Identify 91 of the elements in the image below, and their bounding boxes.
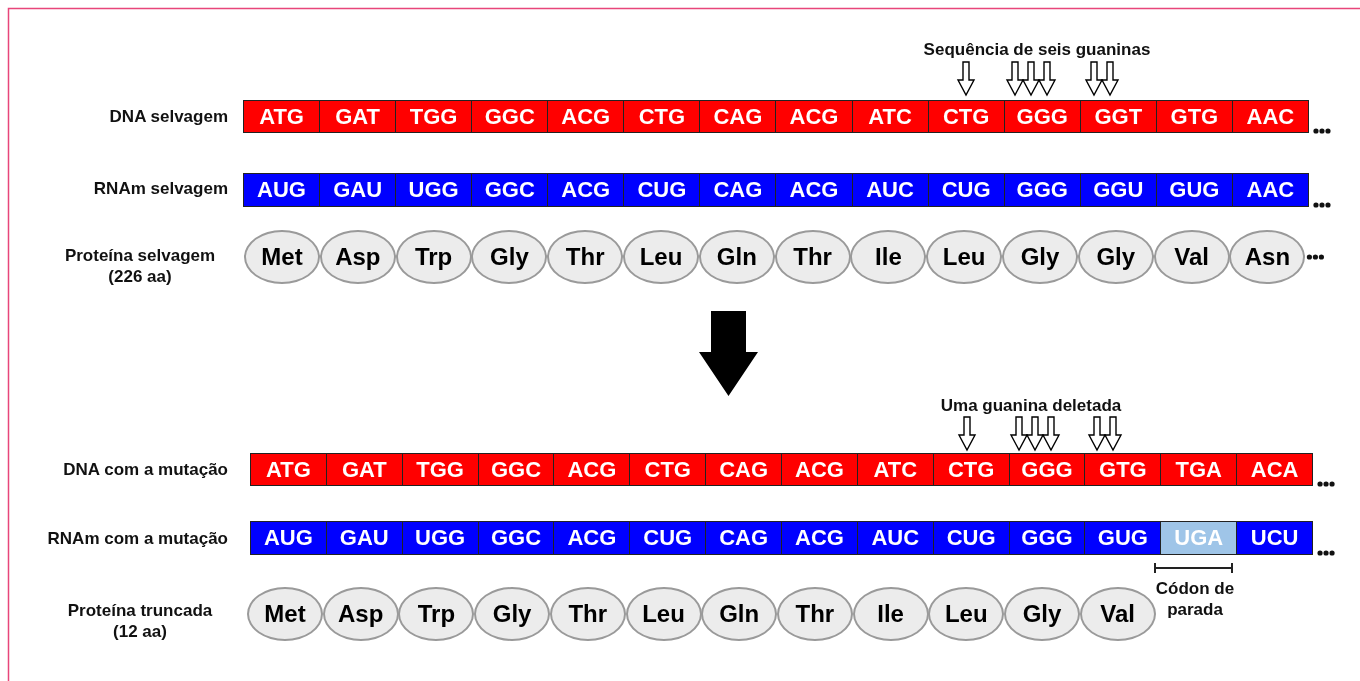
dna-codon-cell: GGC [477,453,555,486]
amino-acid-oval: Ile [852,587,929,641]
amino-acid-oval: Thr [774,230,851,284]
mrna-codon-cell: ACG [775,173,853,207]
row-label: DNA com a mutação [63,459,228,480]
annotation-note: Sequência de seis guaninas [922,39,1152,60]
mrna-codon-cell: GGG [1003,173,1081,207]
dna-codon-cell: GAT [319,100,397,133]
amino-acid-oval: Thr [776,587,853,641]
amino-acid-oval: Met [247,587,323,641]
row-label: Proteína truncada (12 aa) [66,600,214,642]
dna-codon-cell: TGG [395,100,473,133]
dna-codon-cell: GGC [471,100,549,133]
mrna-codon-cell: GGG [1008,521,1086,555]
annotation-note: Uma guanina deletada [939,395,1123,416]
mrna-codon-cell: CUG [623,173,701,207]
amino-acid-oval: Gly [1077,230,1154,284]
mrna-codon-cell: UCU [1236,521,1314,555]
mrna-codon-cell: CAG [699,173,777,207]
amino-acid-oval: Gly [1002,230,1078,284]
amino-acid-oval: Leu [623,230,699,284]
mrna-codon-cell: GUG [1084,521,1162,555]
amino-acid-oval: Trp [398,587,475,641]
mrna-codon-cell: ACG [553,521,631,555]
dna-codon-cell: GGG [1008,453,1086,486]
dna-codon-cell: GTG [1155,100,1233,133]
mrna-codon-cell: AUG [250,521,327,555]
amino-acid-oval: Gly [471,230,548,284]
amino-acid-oval: Met [244,230,320,284]
amino-acid-oval: Ile [850,230,927,284]
mrna-codon-cell: UGG [401,521,479,555]
mrna-codon-cell: ACG [781,521,858,555]
amino-acid-oval: Gln [698,230,775,284]
dna-codon-cell: CAG [705,453,782,486]
mrna-codon-cell: ACG [547,173,625,207]
mrna-codon-cell: CUG [932,521,1010,555]
mrna-codon-cell: AAC [1231,173,1309,207]
amino-acid-oval: Gly [1004,587,1080,641]
dna-codon-cell: ATG [250,453,327,486]
amino-acid-oval: Leu [928,587,1005,641]
dna-codon-cell: ACG [781,453,858,486]
dna-codon-cell: GGT [1079,100,1157,133]
mrna-codon-cell: GGC [477,521,555,555]
dna-codon-cell: GAT [325,453,403,486]
mrna-codon-cell: AUC [856,521,934,555]
amino-acid-oval: Val [1153,230,1230,284]
mrna-codon-cell: GAU [319,173,397,207]
mrna-codon-cell: UGG [395,173,473,207]
amino-acid-oval: Thr [547,230,624,284]
dna-codon-cell: TGA [1160,453,1238,486]
dna-codon-cell: AAC [1231,100,1309,133]
dna-codon-cell: TGG [401,453,479,486]
dna-codon-cell: CTG [629,453,707,486]
mrna-codon-cell: GUG [1155,173,1233,207]
row-label: RNAm com a mutação [47,528,228,549]
dna-codon-cell: ATC [856,453,934,486]
amino-acid-oval: Gln [701,587,778,641]
dna-codon-cell: ACG [553,453,631,486]
mrna-codon-cell: GAU [325,521,403,555]
row-label: RNAm selvagem [93,178,228,199]
dna-codon-cell: ACA [1236,453,1314,486]
mrna-codon-cell: GGU [1079,173,1157,207]
mrna-codon-cell: CUG [629,521,707,555]
dna-codon-cell: CTG [623,100,701,133]
dna-codon-cell: GTG [1084,453,1162,486]
mrna-codon-cell: AUG [243,173,321,207]
amino-acid-oval: Leu [625,587,702,641]
dna-codon-cell: CTG [927,100,1005,133]
amino-acid-oval: Asn [1229,230,1306,284]
dna-codon-cell: ATC [851,100,929,133]
dna-codon-cell: GGG [1003,100,1081,133]
dna-codon-cell: ACG [547,100,625,133]
amino-acid-oval: Asp [319,230,396,284]
amino-acid-oval: Leu [926,230,1003,284]
mrna-codon-cell: CAG [705,521,782,555]
amino-acid-oval: Thr [549,587,626,641]
mrna-codon-cell: GGC [471,173,549,207]
dna-codon-cell: CTG [932,453,1010,486]
row-label: DNA selvagem [109,106,228,127]
amino-acid-oval: Gly [474,587,551,641]
mrna-codon-cell: CUG [927,173,1005,207]
dna-codon-cell: ACG [775,100,853,133]
dna-codon-cell: CAG [699,100,777,133]
dna-codon-cell: ATG [243,100,321,133]
amino-acid-oval: Val [1079,587,1156,641]
amino-acid-oval: Trp [395,230,472,284]
annotation-note: Códon de parada [1154,578,1236,620]
mrna-codon-cell: AUC [851,173,929,207]
stop-codon-cell: UGA [1160,521,1238,555]
row-label: Proteína selvagem (226 aa) [63,245,217,287]
amino-acid-oval: Asp [322,587,399,641]
